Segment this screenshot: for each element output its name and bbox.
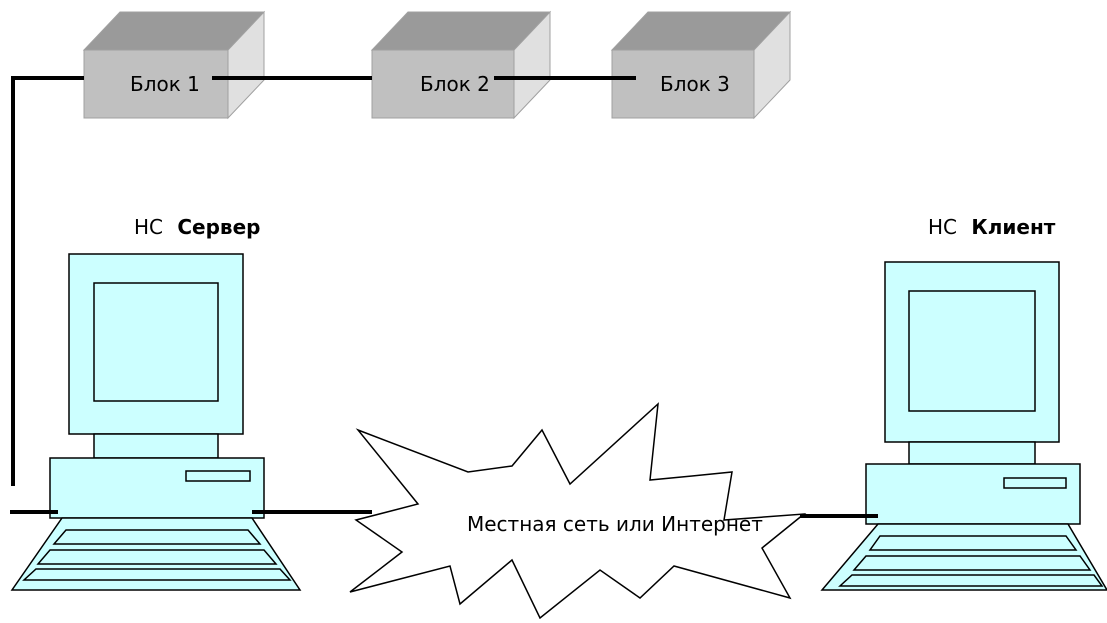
client-drive-slot [1003, 477, 1067, 489]
block-links [11, 76, 636, 486]
block-2-label: Блок 2 [420, 72, 490, 96]
client-label-name: Клиент [971, 215, 1055, 239]
server-keyboard-row-1 [52, 529, 262, 545]
client-label: НС Клиент [928, 215, 1056, 239]
client-keyboard-row-2 [852, 555, 1092, 571]
block-3-label: Блок 3 [660, 72, 730, 96]
server-keyboard-row-2 [36, 549, 278, 565]
server-computer-icon [10, 253, 302, 591]
client-monitor-stand [908, 441, 1036, 465]
block-1-front [83, 49, 229, 119]
network-burst-shape [349, 402, 807, 620]
block-3-front [611, 49, 755, 119]
client-system-unit [865, 463, 1081, 525]
network-label: Местная сеть или Интернет [467, 512, 763, 536]
client-computer-icon [820, 261, 1107, 591]
network-links [10, 510, 878, 518]
server-to-block-1-line [11, 76, 84, 486]
block-1-label: Блок 1 [130, 72, 200, 96]
server-drive-slot [185, 470, 251, 482]
client-keyboard-row-3 [838, 574, 1104, 587]
client-screen [908, 290, 1036, 412]
block-3 [610, 10, 792, 120]
block-2-front [371, 49, 515, 119]
server-label: НС Сервер [134, 215, 260, 239]
server-system-unit [49, 457, 265, 519]
server-label-name: Сервер [177, 215, 260, 239]
block-1 [82, 10, 266, 120]
server-screen [93, 282, 219, 402]
client-keyboard-row-1 [868, 535, 1078, 551]
server-keyboard-row-3 [22, 568, 292, 581]
client-label-prefix: НС [928, 215, 957, 239]
block-2 [370, 10, 552, 120]
server-label-prefix: НС [134, 215, 163, 239]
server-monitor-stand [93, 433, 219, 459]
